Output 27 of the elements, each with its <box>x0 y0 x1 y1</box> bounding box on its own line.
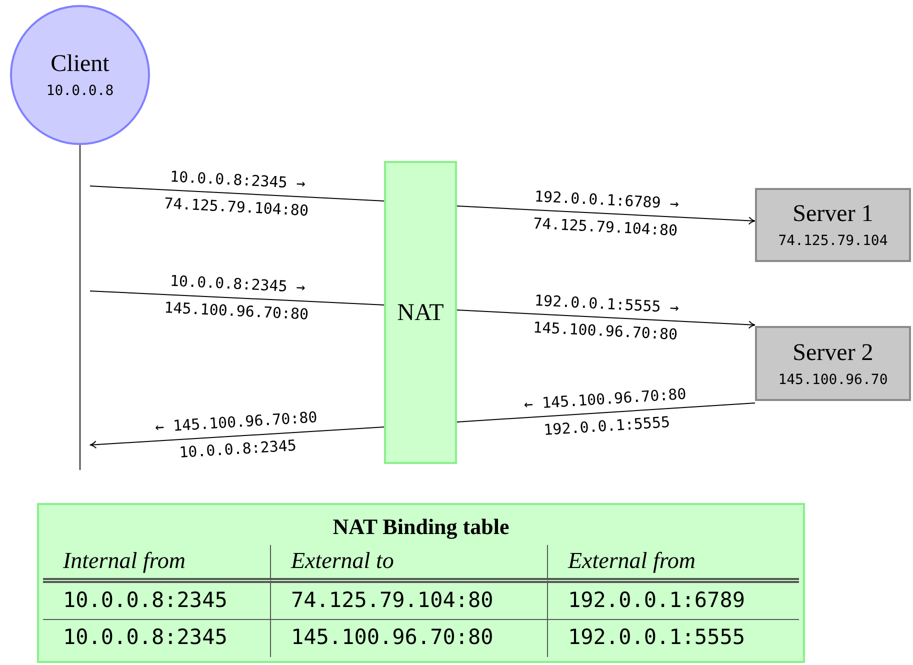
edge-label: 10.0.0.8:2345 → 145.100.96.70:80 <box>162 270 310 326</box>
server-box <box>755 188 911 262</box>
server-box <box>755 326 911 401</box>
table-title: NAT Binding table <box>332 513 510 540</box>
table-cell-text: 145.100.96.70:80 <box>291 624 494 652</box>
column-header: External to <box>291 546 394 575</box>
table-cell-text: 74.125.79.104:80 <box>291 586 494 614</box>
edge-label: 192.0.0.1:5555 → 145.100.96.70:80 <box>532 290 680 346</box>
table-cell-text: 192.0.0.1:6789 <box>568 586 746 614</box>
node-title: Client <box>50 50 110 80</box>
edge-label: ← 145.100.96.70:80 10.0.0.8:2345 <box>153 407 319 464</box>
edge-label: ← 145.100.96.70:80 192.0.0.1:5555 <box>522 383 688 440</box>
edge-label: 10.0.0.8:2345 → 74.125.79.104:80 <box>162 166 310 222</box>
table-cell-text: 192.0.0.1:5555 <box>568 624 746 652</box>
table-cell-text: 10.0.0.8:2345 <box>63 624 228 652</box>
column-header: External from <box>568 546 696 575</box>
node-title: Server 2 <box>792 338 874 368</box>
nat-box <box>384 161 457 464</box>
table-cell-text: 10.0.0.8:2345 <box>63 586 228 614</box>
edge-label: 192.0.0.1:6789 → 74.125.79.104:80 <box>532 186 680 242</box>
node-title: NAT <box>397 298 444 328</box>
ip-address: 10.0.0.8 <box>46 83 114 101</box>
column-header: Internal from <box>63 546 186 575</box>
ip-address: 145.100.96.70 <box>778 372 888 390</box>
binding-table <box>37 503 805 663</box>
node-title: Server 1 <box>792 200 874 230</box>
ip-address: 74.125.79.104 <box>778 233 888 251</box>
